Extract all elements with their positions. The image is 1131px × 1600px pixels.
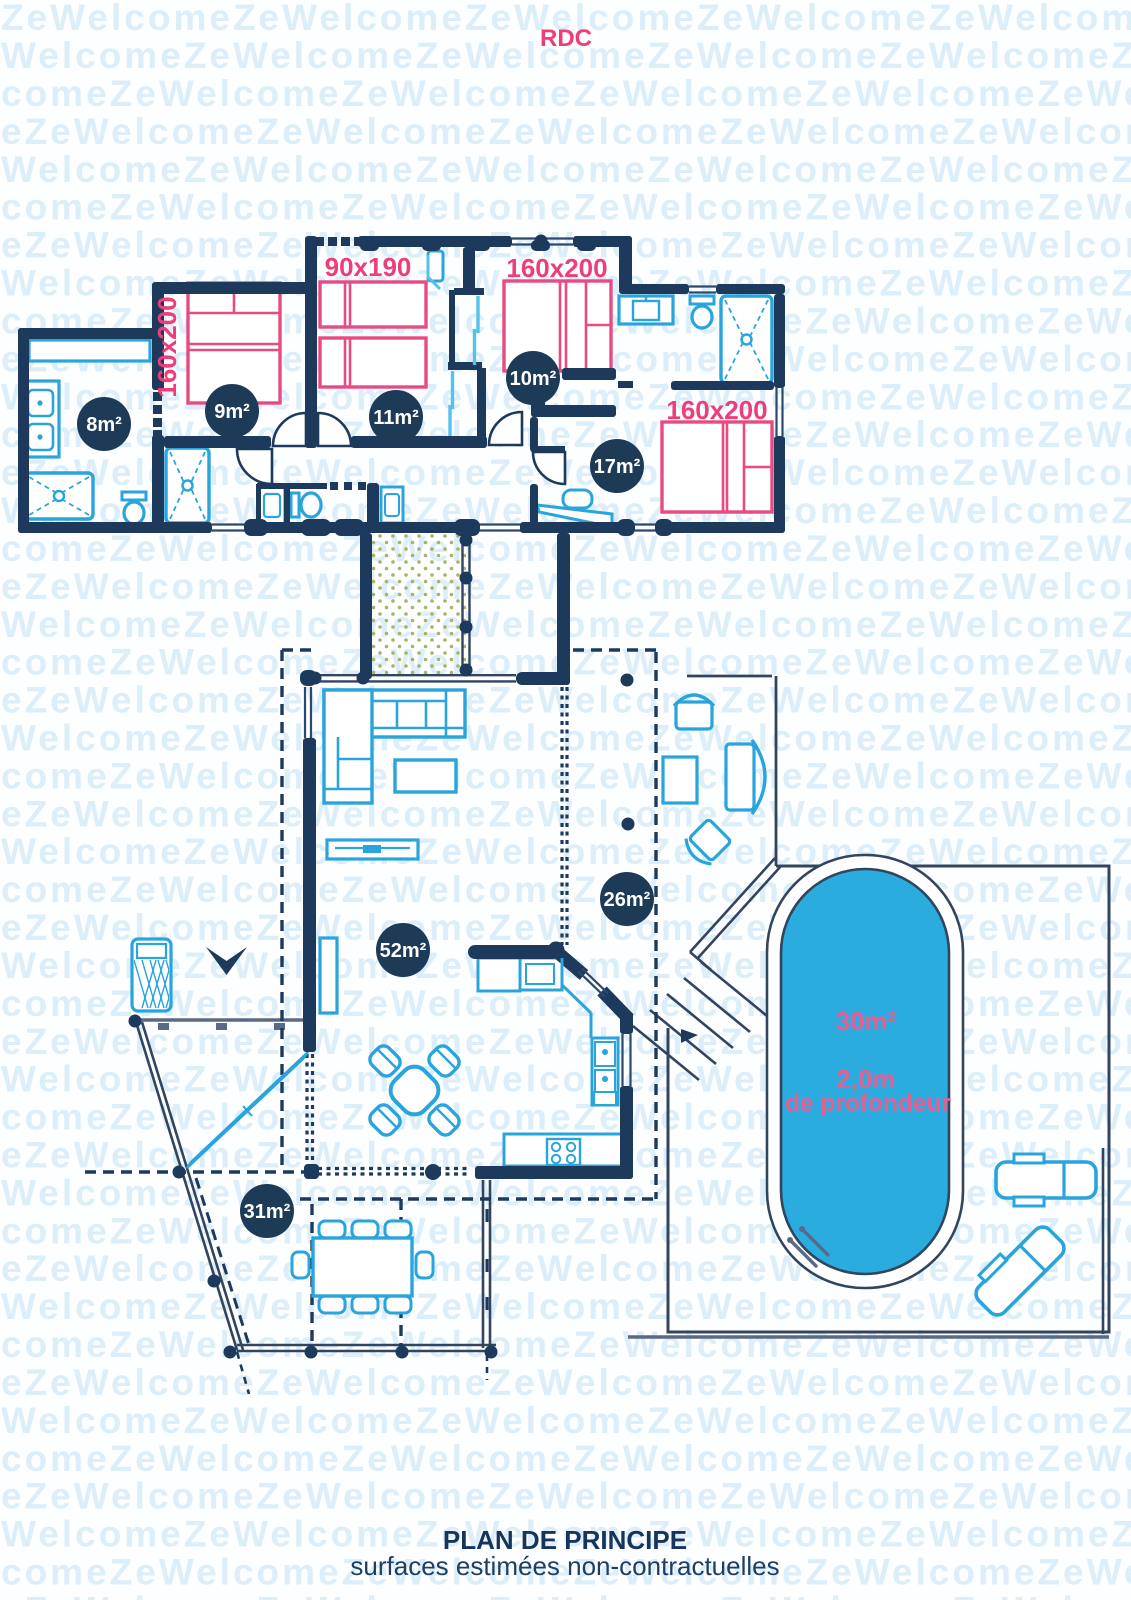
svg-text:comeZeWelcomeZeWelcomeZeWelcom: comeZeWelcomeZeWelcomeZeWelcomeZeWelcome… — [1, 187, 1131, 228]
svg-text:RDC: RDC — [540, 25, 592, 52]
svg-text:surfaces estimées non-contract: surfaces estimées non-contractuelles — [350, 1551, 779, 1581]
svg-text:eZeWelcomeZeWelcomeZeWelcomeZe: eZeWelcomeZeWelcomeZeWelcomeZeWelcomeZeW… — [1, 1476, 1131, 1517]
svg-text:30m²: 30m² — [836, 1006, 897, 1036]
svg-text:11m²: 11m² — [373, 407, 419, 429]
svg-text:eZeWelcomeZeWelcomeZeWelcomeZe: eZeWelcomeZeWelcomeZeWelcomeZeWelcomeZeW… — [1, 1589, 1131, 1600]
svg-text:comeZeWelcomeZeWelcomeZeWelcom: comeZeWelcomeZeWelcomeZeWelcomeZeWelcome… — [1, 1438, 1131, 1479]
svg-text:26m²: 26m² — [604, 889, 651, 911]
svg-text:eZeWelcomeZeWelcomeZeWelcomeZe: eZeWelcomeZeWelcomeZeWelcomeZeWelcomeZeW… — [1, 111, 1131, 152]
svg-text:comeZeWelcomeZeWelcomeZeWelcom: comeZeWelcomeZeWelcomeZeWelcomeZeWelcome… — [1, 1324, 1131, 1365]
svg-text:de profondeur: de profondeur — [785, 1090, 952, 1117]
svg-text:comeZeWelcomeZeWelcomeZeWelcom: comeZeWelcomeZeWelcomeZeWelcomeZeWelcome… — [1, 1552, 1131, 1593]
svg-text:160x200: 160x200 — [666, 395, 767, 425]
svg-text:comeZeWelcomeZeWelcomeZeWelcom: comeZeWelcomeZeWelcomeZeWelcomeZeWelcome… — [1, 73, 1131, 114]
svg-text:9m²: 9m² — [214, 401, 250, 423]
svg-text:WelcomeZeWelcomeZeWelcomeZeWel: WelcomeZeWelcomeZeWelcomeZeWelcomeZeWelc… — [1, 1400, 1131, 1441]
svg-text:90x190: 90x190 — [325, 252, 412, 282]
svg-text:ZeWelcomeZeWelcomeZeWelcomeZeW: ZeWelcomeZeWelcomeZeWelcomeZeWelcomeZeWe… — [1, 0, 1131, 38]
svg-text:WelcomeZeWelcomeZeWelcomeZeWel: WelcomeZeWelcomeZeWelcomeZeWelcomeZeWelc… — [1, 35, 1131, 76]
svg-text:WelcomeZeWelcomeZeWelcomeZeWel: WelcomeZeWelcomeZeWelcomeZeWelcomeZeWelc… — [1, 149, 1131, 190]
svg-text:31m²: 31m² — [244, 1201, 291, 1223]
svg-text:2,0m: 2,0m — [836, 1064, 895, 1094]
svg-text:eZeWelcomeZeWelcomeZeWelcomeZe: eZeWelcomeZeWelcomeZeWelcomeZeWelcomeZeW… — [1, 1248, 1131, 1289]
svg-text:comeZeWelcomeZeWelcomeZeWelcom: comeZeWelcomeZeWelcomeZeWelcomeZeWelcome… — [1, 1210, 1131, 1251]
svg-text:8m²: 8m² — [86, 414, 122, 436]
svg-text:160x200: 160x200 — [506, 253, 607, 283]
svg-text:10m²: 10m² — [510, 368, 557, 390]
svg-text:PLAN DE PRINCIPE: PLAN DE PRINCIPE — [443, 1525, 687, 1555]
svg-text:WelcomeZeWelcomeZeWelcomeZeWel: WelcomeZeWelcomeZeWelcomeZeWelcomeZeWelc… — [1, 1514, 1131, 1555]
svg-text:160x200: 160x200 — [152, 296, 182, 397]
svg-text:eZeWelcomeZeWelcomeZeWelcomeZe: eZeWelcomeZeWelcomeZeWelcomeZeWelcomeZeW… — [1, 1362, 1131, 1403]
svg-text:17m²: 17m² — [594, 456, 641, 478]
svg-text:WelcomeZeWelcomeZeWelcomeZeWel: WelcomeZeWelcomeZeWelcomeZeWelcomeZeWelc… — [1, 1286, 1131, 1327]
svg-text:52m²: 52m² — [380, 940, 427, 962]
